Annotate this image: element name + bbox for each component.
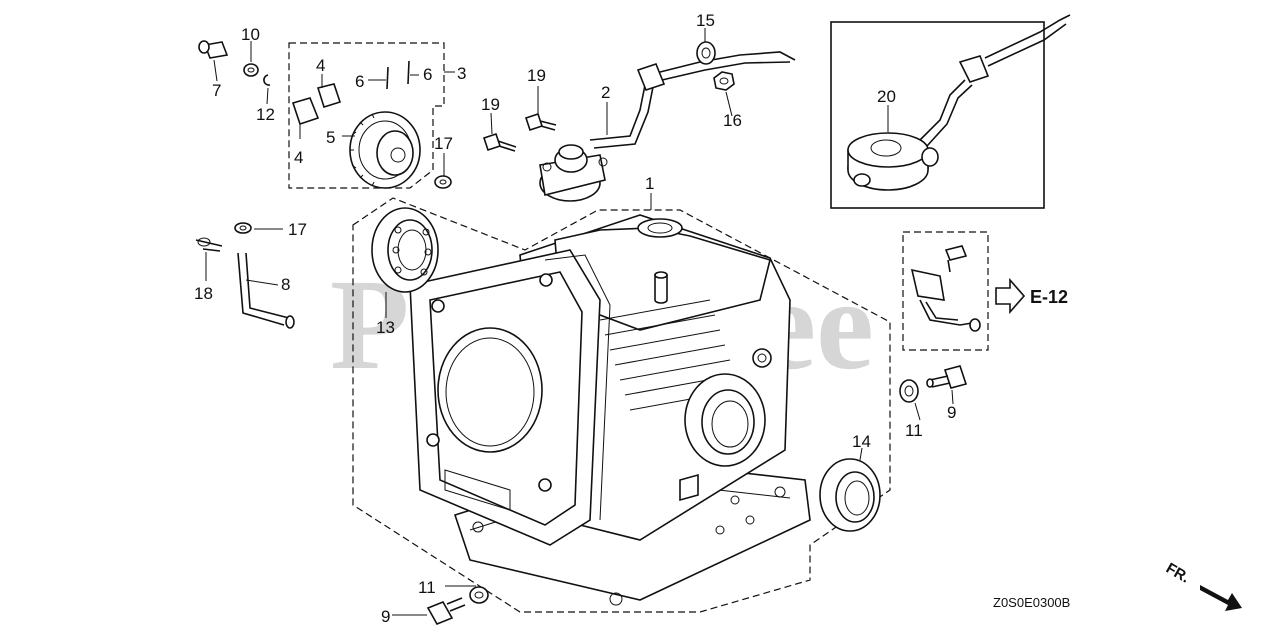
callout-4: 4: [316, 56, 325, 75]
governor-weight: [291, 83, 342, 126]
reference-arrow: [995, 277, 1026, 315]
callout-18: 18: [194, 284, 213, 303]
governor-gear: [349, 111, 421, 189]
callout-16: 16: [723, 111, 742, 130]
leader-lines: [205, 28, 954, 616]
callouts: 1 2 3 4 4 5 6 6 7 8 9 9 10 11 11 12 13 1…: [194, 11, 956, 626]
callout-11: 11: [905, 421, 923, 440]
oil-seal: [819, 458, 881, 532]
callout-13: 13: [376, 318, 395, 337]
callout-9: 9: [381, 607, 390, 626]
front-arrow-icon: [1200, 585, 1242, 611]
washer: [469, 586, 489, 604]
callout-2: 2: [601, 83, 610, 102]
reference-label: E-12: [1030, 287, 1068, 307]
callout-10: 10: [241, 25, 260, 44]
grommet: [696, 41, 716, 65]
diagram-code: Z0S0E0300B: [993, 595, 1070, 610]
governor-group-outline: [288, 42, 445, 189]
callout-6: 6: [423, 65, 432, 84]
callout-15: 15: [696, 11, 715, 30]
callout-6: 6: [355, 72, 364, 91]
callout-14: 14: [852, 432, 871, 451]
callout-17: 17: [434, 134, 453, 153]
nut: [243, 63, 259, 77]
bolt: [926, 365, 968, 389]
washer: [899, 379, 919, 403]
nut: [713, 71, 735, 91]
callout-19: 19: [527, 66, 546, 85]
cylinder-block: [409, 214, 811, 606]
spring-clip: [195, 237, 223, 252]
front-label: FR.: [1163, 560, 1192, 587]
washer: [434, 175, 452, 189]
callout-20: 20: [877, 87, 896, 106]
oil-level-switch: [539, 51, 796, 202]
governor-rod: [237, 252, 295, 329]
oil-sensor-outline: [902, 231, 989, 351]
cylinder-block-outline: [352, 197, 891, 613]
oil-sensor-bracket: [910, 245, 981, 332]
oil-alert-unit: [847, 14, 1071, 191]
washer: [234, 222, 252, 234]
callout-5: 5: [326, 128, 335, 147]
callout-9: 9: [947, 403, 956, 422]
callout-7: 7: [212, 81, 221, 100]
callout-8: 8: [281, 275, 290, 294]
front-direction-indicator: FR.: [1163, 560, 1242, 611]
bolt: [524, 112, 557, 132]
clip: [263, 74, 271, 86]
bearing: [371, 207, 439, 293]
callout-4: 4: [294, 148, 303, 167]
callout-3: 3: [457, 64, 466, 83]
callout-1: 1: [645, 174, 654, 193]
callout-11: 11: [418, 578, 436, 597]
bolt: [426, 597, 466, 626]
callout-12: 12: [256, 105, 275, 124]
oil-alert-unit-box: [830, 21, 1045, 209]
callout-19: 19: [481, 95, 500, 114]
governor-pins: [386, 60, 410, 90]
cap: [198, 40, 229, 59]
callout-17: 17: [288, 220, 307, 239]
bolt: [482, 132, 517, 152]
